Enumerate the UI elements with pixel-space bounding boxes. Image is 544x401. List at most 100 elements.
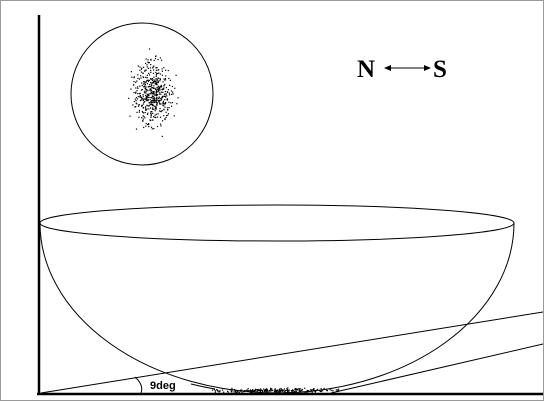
speckle-dot — [156, 104, 158, 106]
speckle-dot — [143, 98, 145, 100]
speckle-dot — [254, 391, 256, 393]
speckle-dot — [149, 67, 152, 69]
speckle-dot — [156, 102, 159, 104]
speckle-dot — [149, 104, 151, 106]
speckle-dot — [164, 106, 166, 108]
speckle-dot — [152, 82, 154, 84]
speckle-dot — [321, 390, 323, 392]
speckle-dot — [153, 108, 155, 110]
speckle-dot — [158, 93, 160, 95]
speckle-dot — [137, 87, 139, 89]
speckle-dot — [143, 86, 145, 88]
speckle-dot — [157, 72, 159, 75]
speckle-dot — [323, 387, 325, 390]
speckle-dot — [299, 390, 301, 392]
speckle-dot — [133, 81, 135, 83]
speckle-dot — [150, 81, 152, 84]
speckle-dot — [154, 80, 156, 82]
speckle-dot — [153, 97, 155, 99]
speckle-dot — [295, 388, 297, 390]
bowl-rim — [39, 204, 515, 242]
speckle-dot — [158, 97, 160, 100]
speckle-dot — [295, 390, 297, 392]
speckle-dot — [164, 78, 166, 80]
speckle-dot — [152, 101, 154, 103]
speckle-dot — [137, 65, 139, 67]
speckle-dot — [252, 389, 254, 391]
speckle-dot — [159, 57, 161, 59]
speckle-dot — [313, 390, 315, 392]
speckle-dot — [168, 101, 170, 103]
speckle-dot — [155, 92, 157, 94]
speckle-dot — [144, 92, 146, 94]
speckle-dot — [157, 80, 159, 82]
speckle-dot — [140, 77, 142, 79]
speckle-dot — [151, 89, 153, 91]
speckle-dot — [311, 390, 313, 392]
speckle-dot — [149, 119, 151, 121]
speckle-dot — [167, 98, 169, 100]
speckle-dot — [136, 111, 138, 113]
speckle-dot — [159, 80, 161, 82]
speckle-dot — [165, 93, 167, 95]
speckle-dot — [146, 123, 149, 126]
speckle-dot — [138, 116, 140, 118]
bowl-body — [39, 222, 515, 394]
speckle-dot — [160, 97, 162, 99]
speckle-dot — [135, 81, 137, 83]
speckle-dot — [148, 93, 150, 95]
speckle-dot — [274, 388, 276, 390]
speckle-dot — [134, 98, 136, 100]
speckle-dot — [150, 119, 152, 122]
speckle-dot — [146, 96, 148, 98]
speckle-dot — [140, 75, 142, 77]
speckle-dot — [147, 59, 149, 61]
speckle-dot — [154, 82, 156, 85]
speckle-dot — [166, 99, 168, 101]
speckle-dot — [325, 389, 328, 391]
speckle-dot — [147, 86, 149, 88]
speckle-dot — [277, 391, 279, 393]
speckle-dot — [143, 116, 145, 118]
speckle-dot — [337, 390, 340, 392]
speckle-dot — [260, 388, 262, 390]
speckle-dot — [223, 391, 225, 393]
speckle-dot — [307, 392, 309, 394]
speckle-dot — [152, 72, 155, 74]
speckle-dot — [150, 78, 152, 80]
speckle-dot — [145, 98, 147, 100]
speckle-dot — [287, 387, 289, 389]
speckle-dot — [233, 389, 235, 391]
speckle-dot — [263, 390, 266, 393]
speckle-dot — [145, 76, 147, 78]
speckle-dot — [336, 390, 338, 392]
speckle-dot — [162, 104, 164, 106]
speckle-dot — [149, 93, 152, 95]
speckle-dot — [146, 98, 148, 100]
speckle-dot — [229, 389, 231, 391]
speckle-dot — [140, 99, 143, 101]
speckle-dot — [142, 99, 144, 101]
speckle-dot — [321, 389, 324, 391]
speckle-dot — [138, 78, 140, 80]
speckle-dot — [288, 391, 290, 393]
compass-north-label: N — [357, 56, 375, 83]
speckle-dot — [271, 388, 273, 390]
speckle-dot — [144, 85, 146, 87]
speckle-dot — [160, 84, 162, 86]
speckle-dot — [138, 104, 140, 106]
angle-label: 9deg — [150, 380, 176, 392]
speckle-dot — [150, 69, 152, 72]
speckle-dot — [144, 69, 146, 71]
speckle-dot — [143, 112, 145, 114]
speckle-dot — [164, 99, 166, 101]
speckle-dot — [273, 391, 276, 393]
speckle-dot — [145, 122, 147, 125]
speckle-dot — [139, 96, 141, 98]
speckle-dot — [161, 68, 163, 70]
speckle-dot — [153, 101, 156, 103]
speckle-dot — [158, 87, 161, 89]
speckle-dot — [145, 97, 147, 99]
speckle-dot — [163, 95, 165, 97]
speckle-dot — [150, 58, 152, 60]
